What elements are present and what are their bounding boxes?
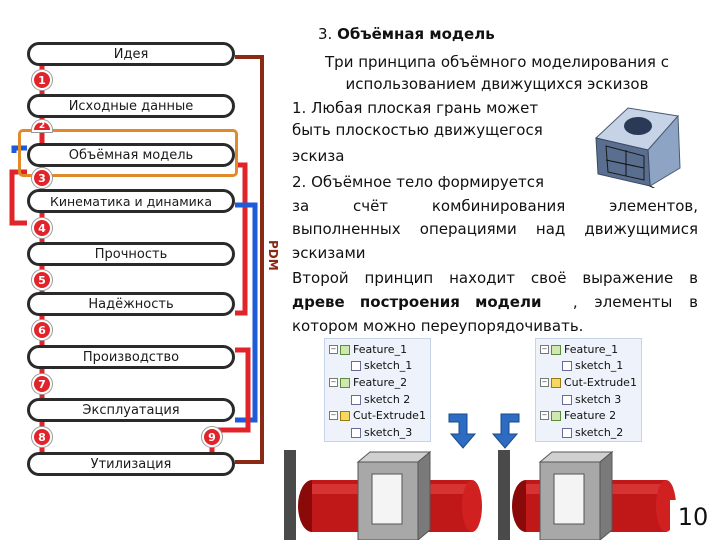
paragraph-line: 2. Объёмное тело формируется <box>292 173 544 191</box>
feature-icon <box>551 344 561 355</box>
tree-item-label: Feature_2 <box>353 376 408 389</box>
subtitle-line: использованием движущихся эскизов <box>345 75 649 93</box>
stage-label: Утилизация <box>90 456 172 472</box>
step-number: 8 <box>32 427 52 447</box>
section-heading: 3. Объёмная модель <box>318 24 495 45</box>
tree-item[interactable]: sketch_3 <box>351 426 412 439</box>
stage-operation: Эксплуатация <box>27 398 235 422</box>
tree-item-label: Feature_1 <box>564 343 619 356</box>
tree-item[interactable]: −Cut-Extrude1 <box>329 409 426 422</box>
sketch-icon <box>351 394 361 405</box>
tree-item[interactable]: −Feature_2 <box>329 376 408 389</box>
pdm-label-wrap: PDM <box>264 240 284 280</box>
tree-item-label: sketch 3 <box>575 393 622 406</box>
model-image-after <box>498 450 676 540</box>
stage-label: Идея <box>113 46 149 62</box>
paragraph-line: эскиза <box>292 147 345 165</box>
tree-item-label: sketch_1 <box>364 359 413 372</box>
tree-item-label: Feature 2 <box>564 409 617 422</box>
stage-3d-model: Объёмная модель <box>27 143 235 167</box>
tree-item[interactable]: −Feature_1 <box>540 343 619 356</box>
step-number: 9 <box>202 427 222 447</box>
step-number: 4 <box>32 218 52 238</box>
paragraph-line: за счёт комбинирования элементов, <box>292 197 698 215</box>
tree-item[interactable]: −Cut-Extrude1 <box>540 376 637 389</box>
step-number: 3 <box>32 168 52 188</box>
step-number: 7 <box>32 374 52 394</box>
tree-item-label: Feature_1 <box>353 343 408 356</box>
tree-item-label: sketch 2 <box>364 393 411 406</box>
stage-kinematics: Кинематика и динамика <box>27 189 235 213</box>
cut-icon <box>340 410 350 421</box>
paragraph-line: котором можно переупорядочивать. <box>292 317 584 335</box>
paragraph-line: 1. Любая плоская грань может <box>292 99 539 117</box>
tree-item[interactable]: −Feature_1 <box>329 343 408 356</box>
section-title: Объёмная модель <box>337 25 495 43</box>
step-number: 6 <box>32 320 52 340</box>
step-number: 2 <box>32 120 52 132</box>
tree-item[interactable]: sketch_2 <box>562 426 623 439</box>
stage-strength: Прочность <box>27 242 235 266</box>
tree-item-label: sketch_2 <box>575 426 624 439</box>
feature-icon <box>340 377 350 388</box>
highlight-frame <box>18 129 238 177</box>
paragraph-line: выполненных операциями над движущимися <box>292 220 698 238</box>
tree-item[interactable]: sketch 2 <box>351 393 410 406</box>
feature-icon <box>551 410 561 421</box>
stage-disposal: Утилизация <box>27 452 235 476</box>
stage-label: Надёжность <box>88 296 174 312</box>
feature-tree-before: −Feature_1 sketch_1 −Feature_2 sketch 2 … <box>324 338 431 442</box>
paragraph-line: быть плоскостью движущегося <box>292 121 543 139</box>
stage-input-data: Исходные данные <box>27 94 235 118</box>
model-image-before <box>284 450 482 540</box>
stage-label: Производство <box>82 349 180 365</box>
tree-item[interactable]: sketch_1 <box>562 359 623 372</box>
sketch-icon <box>351 427 361 438</box>
tree-item[interactable]: sketch_1 <box>351 359 412 372</box>
tree-item-label: Cut-Extrude1 <box>353 409 426 422</box>
cut-icon <box>551 377 561 388</box>
stage-label: Кинематика и динамика <box>50 193 212 209</box>
stage-idea: Идея <box>27 42 235 66</box>
tree-item-label: sketch_3 <box>364 426 413 439</box>
pdm-label: PDM <box>266 240 280 271</box>
cube-model-image <box>594 107 681 188</box>
paragraph-fragment: , элементы в <box>572 293 698 311</box>
tree-term: древе построения модели <box>292 293 542 311</box>
section-number: 3. <box>318 25 333 43</box>
subtitle-line: Три принципа объёмного моделирования с <box>325 53 669 71</box>
stage-reliability: Надёжность <box>27 292 235 316</box>
sketch-icon <box>562 394 572 405</box>
tree-item-label: Cut-Extrude1 <box>564 376 637 389</box>
step-number: 1 <box>32 70 52 90</box>
tree-item-label: sketch_1 <box>575 359 624 372</box>
tree-item[interactable]: sketch 3 <box>562 393 621 406</box>
sketch-icon <box>562 427 572 438</box>
sketch-icon <box>562 360 572 371</box>
tree-item[interactable]: −Feature 2 <box>540 409 617 422</box>
page-number: 10 <box>670 500 716 534</box>
paragraph-line: древе построения модели , элементы в <box>292 292 698 313</box>
stage-label: Прочность <box>94 246 168 262</box>
stage-production: Производство <box>27 345 235 369</box>
paragraph-line: эскизами <box>292 244 366 262</box>
paragraph-line: Второй принцип находит своё выражение в <box>292 269 698 287</box>
swap-arrows-icon <box>448 413 520 449</box>
feature-tree-after: −Feature_1 sketch_1 −Cut-Extrude1 sketch… <box>535 338 642 442</box>
feature-icon <box>340 344 350 355</box>
stage-label: Эксплуатация <box>82 402 180 418</box>
sketch-icon <box>351 360 361 371</box>
step-number: 5 <box>32 270 52 290</box>
stage-label: Объёмная модель <box>68 147 194 163</box>
stage-label: Исходные данные <box>68 98 194 114</box>
